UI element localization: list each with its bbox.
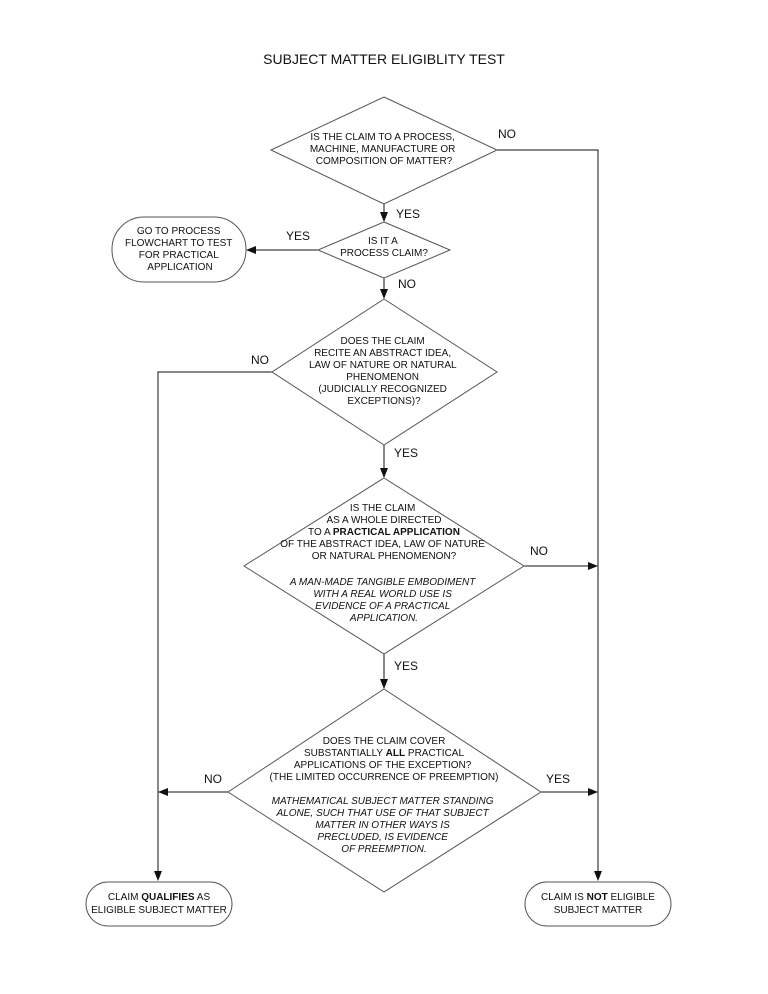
decision-q3: DOES THE CLAIM RECITE AN ABSTRACT IDEA, … xyxy=(271,298,498,446)
label-q3-yes: YES xyxy=(394,446,418,460)
svg-text:DOES THE CLAIM COVER: DOES THE CLAIM COVER xyxy=(323,736,446,747)
svg-text:ELIGIBLE SUBJECT MATTER: ELIGIBLE SUBJECT MATTER xyxy=(91,905,227,916)
svg-text:OF THE ABSTRACT IDEA, LAW OF N: OF THE ABSTRACT IDEA, LAW OF NATURE OR N… xyxy=(280,539,487,562)
page-title: SUBJECT MATTER ELIGIBLITY TEST xyxy=(263,51,505,67)
edge-q1-no xyxy=(497,149,599,568)
svg-text:IS THE CLAIM TO A PROCESS,: IS THE CLAIM TO A PROCESS, MACHINE, MANU… xyxy=(310,132,458,167)
svg-text:CLAIM QUALIFIES AS: CLAIM QUALIFIES AS xyxy=(108,892,211,903)
svg-text:A MAN-MADE TANGIBLE EMBODIMENT: A MAN-MADE TANGIBLE EMBODIMENT WITH A RE… xyxy=(289,577,478,624)
svg-text:GO TO PROCESS FLOWCHART: GO TO PROCESS FLOWCHART TO TEST FOR PRAC… xyxy=(125,226,235,273)
label-q5-no: NO xyxy=(204,772,222,786)
svg-text:SUBSTANTIALLY ALL PRACTICAL: SUBSTANTIALLY ALL PRACTICAL xyxy=(304,748,464,759)
label-q1-yes: YES xyxy=(396,207,420,221)
svg-text:TO A PRACTICAL APPLICATION: TO A PRACTICAL APPLICATION xyxy=(308,527,460,538)
decision-q5: DOES THE CLAIM COVER SUBSTANTIALLY ALL P… xyxy=(227,688,542,893)
svg-text:SUBJECT MATTER: SUBJECT MATTER xyxy=(554,905,643,916)
label-q2-yes: YES xyxy=(286,229,310,243)
svg-text:IS THE CLAIM AS A WHOLE: IS THE CLAIM AS A WHOLE DIRECTED xyxy=(326,503,441,526)
terminal-claim-not-eligible: CLAIM IS NOT ELIGIBLE SUBJECT MATTER xyxy=(524,881,672,927)
label-q4-yes: YES xyxy=(394,659,418,673)
svg-text:CLAIM IS NOT ELIGIBLE: CLAIM IS NOT ELIGIBLE xyxy=(541,892,655,903)
label-q4-no: NO xyxy=(530,544,548,558)
svg-text:MATHEMATICAL SUBJECT MATTER ST: MATHEMATICAL SUBJECT MATTER STANDING ALO… xyxy=(272,796,497,855)
decision-q2: IS IT A PROCESS CLAIM? xyxy=(316,221,452,279)
terminal-go-to-process: GO TO PROCESS FLOWCHART TO TEST FOR PRAC… xyxy=(111,216,247,283)
svg-text:APPLICATIONS OF THE EXCEPTION?: APPLICATIONS OF THE EXCEPTION? (THE LIMI… xyxy=(270,760,499,783)
label-q3-no: NO xyxy=(251,353,269,367)
label-q5-yes: YES xyxy=(546,772,570,786)
label-q1-no: NO xyxy=(498,127,516,141)
decision-q1: IS THE CLAIM TO A PROCESS, MACHINE, MANU… xyxy=(269,96,499,205)
svg-text:DOES THE CLAIM RECITE AN: DOES THE CLAIM RECITE AN ABSTRACT IDEA, … xyxy=(309,336,459,407)
edge-q3-no xyxy=(157,371,272,792)
terminal-claim-qualifies: CLAIM QUALIFIES AS ELIGIBLE SUBJECT MATT… xyxy=(85,881,233,927)
decision-q4: IS THE CLAIM AS A WHOLE DIRECTED TO A PR… xyxy=(243,477,525,655)
svg-text:IS IT A PROCESS CLAIM?: IS IT A PROCESS CLAIM? xyxy=(340,236,428,259)
label-q2-no: NO xyxy=(398,277,416,291)
